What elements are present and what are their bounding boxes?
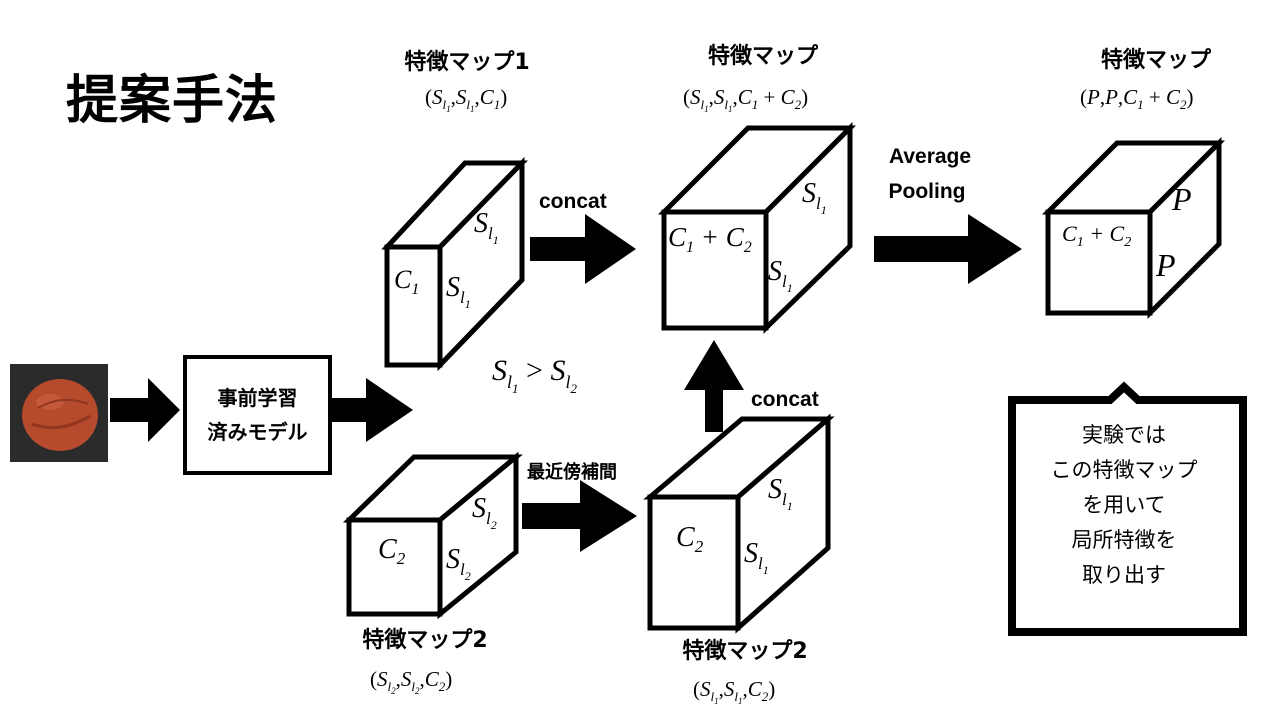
- concat-label-bottom: concat: [751, 388, 819, 411]
- label-p-side: P: [1155, 247, 1176, 283]
- dims-fmap2-right: (Sl1,Sl1,C2): [693, 677, 775, 706]
- dims-fmap1: (Sl1,Sl1,C1): [425, 85, 507, 114]
- fmap1-title: 特徴マップ1: [404, 50, 530, 75]
- callout-text: 実験では この特徴マップ を用いて 局所特徴を 取り出す: [1018, 418, 1230, 593]
- inequality-label: Sl1 > Sl2: [492, 354, 577, 396]
- cube-feature-map-2-right: [643, 413, 835, 634]
- cube-feature-map-2-left: [342, 451, 523, 620]
- fmap2-left-title: 特徴マップ2: [362, 628, 488, 653]
- dims-fmap-pooled: (P,P,C1 + C2): [1080, 85, 1194, 112]
- callout-line: 局所特徴を: [1071, 528, 1177, 552]
- cube-feature-map-concat: [657, 121, 857, 334]
- label-c2-front-left: C2: [378, 534, 406, 568]
- concat-label-top: concat: [539, 190, 607, 213]
- label-c1c2-pooled: C1 + C2: [1062, 221, 1131, 250]
- input-image: [10, 364, 108, 462]
- interpolation-label: 最近傍補間: [527, 462, 617, 483]
- dims-fmap-concat: (Sl1,Sl1,C1 + C2): [683, 85, 808, 114]
- pretrained-label-line2: 済みモデル: [207, 420, 308, 444]
- arrow-image-to-model: [110, 378, 180, 442]
- arrow-avg-pooling: [874, 214, 1022, 284]
- fmap-pooled-title: 特徴マップ: [1100, 48, 1212, 73]
- arrow-interpolation: [522, 480, 637, 552]
- cube-face-labels: C1 Sl1 Sl1 C2 Sl2 Sl2 C1 + C2 Sl1 Sl1 C2…: [378, 178, 1192, 583]
- callout-line: を用いて: [1082, 493, 1166, 517]
- avg-pooling-label-2: Pooling: [888, 180, 966, 203]
- callout-line: 実験では: [1082, 423, 1166, 447]
- cube-feature-map-pooled: [1041, 136, 1226, 320]
- callout-line: この特徴マップ: [1050, 458, 1198, 482]
- fmap2-right-title: 特徴マップ2: [682, 639, 808, 664]
- callout-box: [1008, 381, 1247, 636]
- arrow-concat-top: [530, 214, 636, 284]
- pretrained-label-line1: 事前学習: [217, 386, 298, 410]
- tomato-image: [10, 364, 108, 462]
- avg-pooling-label-1: Average: [888, 145, 972, 168]
- dims-fmap2-left: (Sl2,Sl2,C2): [370, 667, 452, 696]
- arrow-model-to-features: [328, 378, 413, 442]
- label-c1c2-front: C1 + C2: [668, 222, 752, 256]
- label-p-top: P: [1171, 181, 1192, 217]
- fmap-concat-title: 特徴マップ: [707, 44, 819, 69]
- arrow-concat-up: [684, 340, 744, 432]
- cube-feature-map-1: [381, 156, 528, 372]
- callout-line: 取り出す: [1082, 563, 1166, 587]
- page-title: 提案手法: [66, 71, 279, 131]
